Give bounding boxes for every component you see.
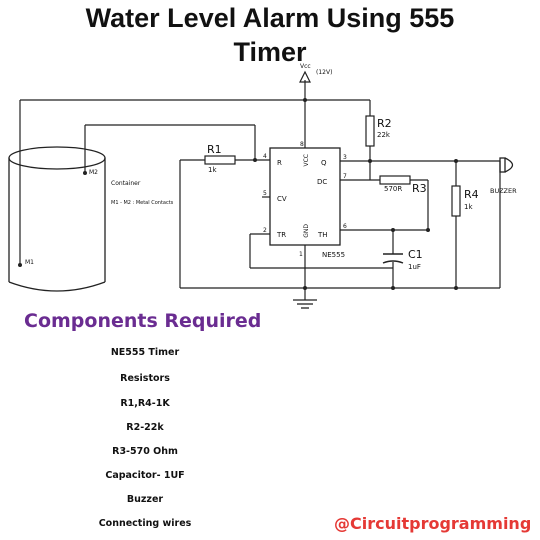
contacts-note: M1 - M2 : Metal Contacts: [111, 200, 174, 206]
component-item: Buzzer: [126, 494, 164, 505]
buzzer-label: BUZZER: [490, 187, 517, 195]
pin-label-tr: TR: [276, 231, 286, 239]
r3-name: R3: [412, 182, 427, 195]
pin-label-cv: CV: [277, 195, 287, 203]
container-label: Container: [111, 180, 141, 187]
m2-contact: [83, 171, 87, 175]
pin-number-6: 6: [343, 223, 347, 230]
pin-number-5: 5: [263, 190, 267, 197]
vcc-voltage: (12V): [316, 69, 332, 76]
pin-number-4: 4: [263, 153, 267, 160]
r1-value: 1k: [208, 166, 217, 174]
pin-label-r: R: [277, 159, 282, 167]
component-item: Resistors: [120, 373, 170, 384]
c1-name: C1: [408, 248, 423, 261]
pin-label-gnd: GND: [303, 224, 310, 238]
resistor-r3: [379, 175, 411, 185]
pin-number-8: 8: [300, 141, 304, 148]
ne555-chip: [269, 147, 341, 246]
vcc-arrow: [299, 70, 311, 83]
pin-number-1: 1: [299, 251, 303, 258]
m2-label: M2: [89, 169, 98, 176]
title-line-2: Timer: [233, 37, 307, 67]
r1-name: R1: [207, 143, 222, 156]
resistor-r2: [365, 115, 375, 147]
pin-number-3: 3: [343, 154, 347, 161]
ic-name: NE555: [322, 251, 345, 259]
water-container: [8, 146, 106, 292]
m1-contact: [18, 263, 22, 267]
buzzer-symbol: [499, 157, 514, 173]
c1-value: 1uF: [408, 263, 421, 271]
r2-name: R2: [377, 117, 392, 130]
component-item: Connecting wires: [98, 518, 192, 529]
component-item: R1,R4-1K: [120, 398, 170, 409]
pin-label-vcc: VCC: [303, 154, 310, 166]
title-line-1: Water Level Alarm Using 555: [85, 3, 455, 33]
r4-name: R4: [464, 188, 479, 201]
r2-value: 22k: [377, 131, 391, 139]
junction-dots: [253, 98, 458, 290]
r4-value: 1k: [464, 203, 473, 211]
r3-value: 570R: [384, 185, 402, 193]
pin-number-7: 7: [343, 173, 347, 180]
components-heading: Components Required: [24, 310, 262, 332]
pin-label-dc: DC: [317, 178, 327, 186]
ground-icon: [293, 299, 317, 309]
brand-handle: @Circuitprogramming: [334, 514, 532, 533]
capacitor-c1: [382, 253, 404, 264]
component-item: R3-570 Ohm: [112, 446, 178, 457]
component-item: NE555 Timer: [110, 347, 180, 358]
pin-label-th: TH: [317, 231, 328, 239]
circuit-schematic: Vcc (12V) Container M1 - M2 : Metal Cont…: [8, 63, 517, 309]
pin-number-2: 2: [263, 227, 267, 234]
m1-label: M1: [25, 259, 34, 266]
vcc-label: Vcc: [300, 63, 311, 70]
resistor-r1: [204, 155, 236, 165]
component-item: R2-22k: [126, 422, 164, 433]
resistor-r4: [451, 185, 461, 217]
pin-label-q: Q: [321, 159, 327, 167]
component-item: Capacitor- 1UF: [105, 470, 185, 481]
